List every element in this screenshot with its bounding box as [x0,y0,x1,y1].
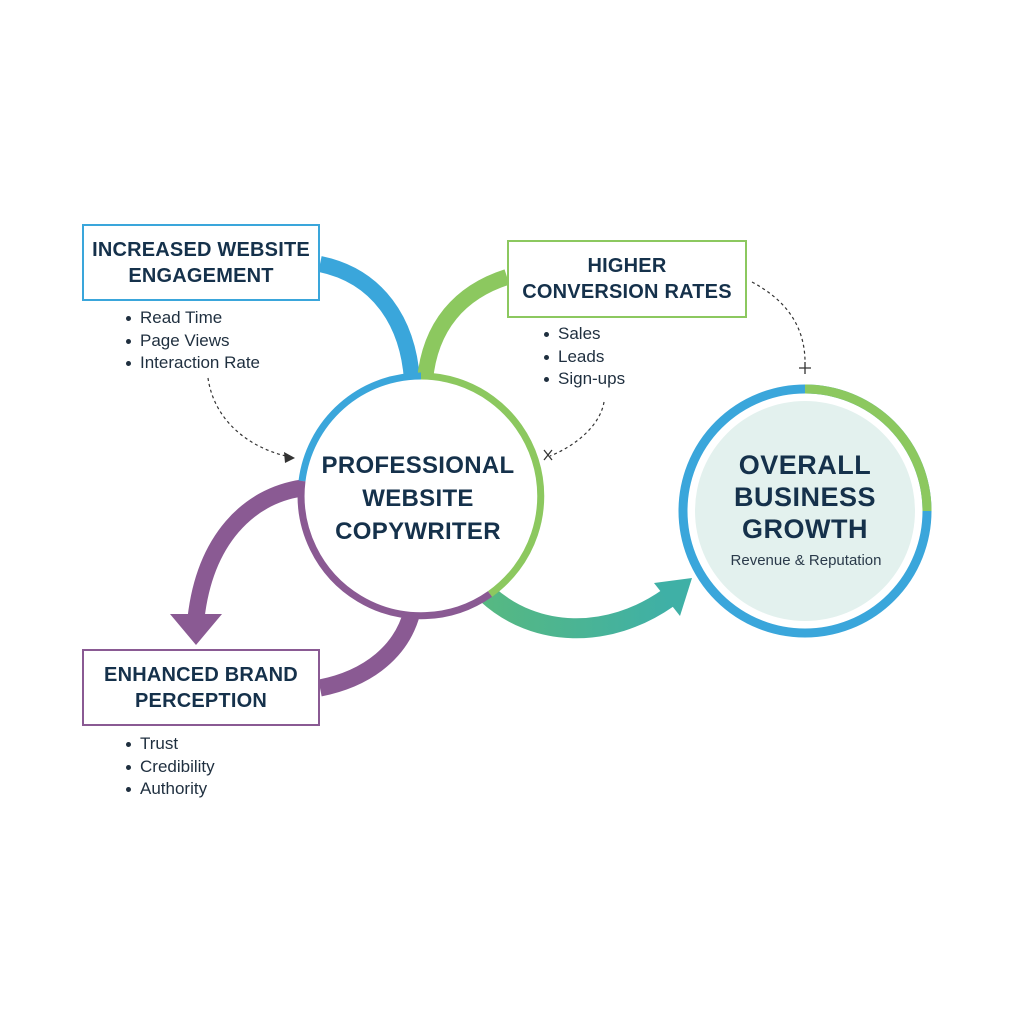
brand-arrow-head [170,614,222,645]
list-item: Sign-ups [543,368,625,391]
engagement-box: INCREASED WEBSITE ENGAGEMENT [82,224,320,301]
growth-label-line-1: OVERALL [738,450,872,480]
growth-arrow-shaft [480,586,674,639]
core-label-line-2: WEBSITE [362,485,474,512]
conversion-title-line-2: CONVERSION RATES [522,281,732,303]
list-item: Sales [543,323,625,346]
brand-connector-arc [318,609,421,697]
core-ring-brand [297,480,493,620]
conversion-box: HIGHER CONVERSION RATES [507,240,747,318]
conversion-pointer-mark [543,449,553,461]
growth-label-line-2: BUSINESS [733,482,877,512]
conversion-metrics-list: Sales Leads Sign-ups [543,323,625,391]
growth-ring-green-segment [804,384,932,512]
engagement-metrics-list: Read Time Page Views Interaction Rate [125,307,260,375]
brand-arrow-shaft [187,479,304,620]
growth-dashed-pointer [751,281,806,361]
list-item: Interaction Rate [125,352,260,375]
engagement-connector-arc [318,256,420,381]
conversion-connector-arc [417,269,510,381]
core-circle-fill [301,376,541,616]
growth-label-line-3: GROWTH [742,514,868,544]
engagement-pointer-head [284,452,295,463]
list-item: Leads [543,346,625,369]
conversion-dashed-pointer [549,401,605,457]
growth-arrow-head [654,578,692,616]
core-label-line-1: PROFESSIONAL [321,452,515,479]
core-ring-engagement [298,372,422,482]
core-ring-conversion [420,372,545,597]
core-label-line-3: COPYWRITER [335,518,501,545]
list-item: Read Time [125,307,260,330]
growth-circle-fill [695,401,915,621]
brand-metrics-list: Trust Credibility Authority [125,733,215,801]
conversion-title-line-1: HIGHER [587,255,667,277]
list-item: Credibility [125,756,215,779]
list-item: Trust [125,733,215,756]
list-item: Page Views [125,330,260,353]
brand-title-line-2: PERCEPTION [134,689,268,712]
core-circle-label: PROFESSIONAL WEBSITE COPYWRITER [305,449,531,548]
growth-subtitle: Revenue & Reputation [730,552,882,569]
engagement-title-line-1: INCREASED WEBSITE [92,238,310,261]
engagement-title-line-2: ENGAGEMENT [128,264,274,287]
brand-box: ENHANCED BRAND PERCEPTION [82,649,320,726]
growth-pointer-mark [799,362,811,374]
brand-title-line-1: ENHANCED BRAND [104,663,298,686]
engagement-dashed-pointer [207,377,291,458]
list-item: Authority [125,778,215,801]
growth-circle-label: OVERALL BUSINESS GROWTH [700,449,910,545]
